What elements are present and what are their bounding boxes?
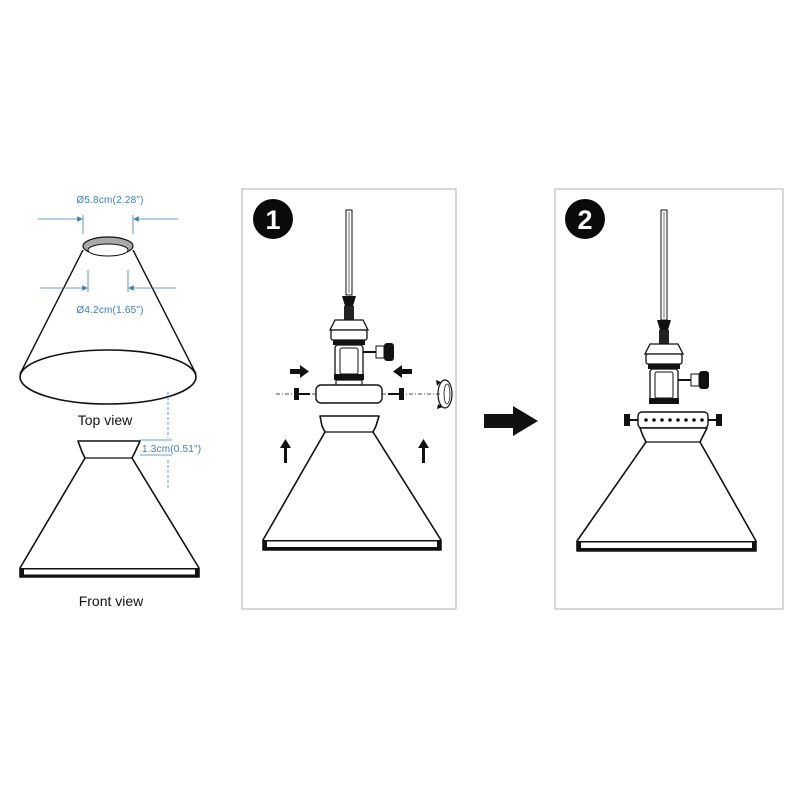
arrow-up-icon (418, 439, 429, 463)
top-diameter-label: Ø5.8cm(2.28") (76, 195, 143, 206)
shade-bottom-rim (19, 349, 197, 405)
step-2-number: 2 (577, 205, 592, 235)
bottom-diameter-label: Ø4.2cm(1.65") (76, 305, 143, 316)
neck-height-label: 1.3cm(0.51") (142, 444, 201, 455)
step-2-switch-knob (678, 371, 709, 389)
top-view-label: Top view (78, 412, 133, 428)
step-2-shade (576, 427, 757, 552)
arrow-up-icon (280, 439, 291, 463)
step-1-holder-ring (315, 384, 383, 404)
screw-icon (294, 388, 310, 400)
step-1-ring-assembly (276, 379, 453, 409)
neck-height-dimension: 1.3cm(0.51") (140, 392, 201, 490)
top-diameter-dimension: Ø5.8cm(2.28") (38, 195, 178, 234)
screw-icon (708, 414, 722, 426)
shade-top-view (19, 236, 197, 405)
step-1-number: 1 (265, 205, 280, 235)
step-1-cord (342, 209, 356, 320)
front-view-label: Front view (79, 593, 144, 609)
arrow-left-icon (393, 365, 412, 378)
shade-neck-opening (87, 243, 129, 257)
shade-side-left (19, 249, 84, 375)
step-1-switch-knob (363, 343, 394, 361)
step-1-shade (262, 415, 442, 551)
screw-icon (388, 388, 404, 400)
step-2-lamp-socket (643, 343, 685, 404)
step-1-badge: 1 (253, 199, 293, 239)
arrow-right-icon (290, 365, 309, 378)
rotate-icon (436, 379, 453, 409)
step-2-holder-ring (637, 411, 709, 429)
arrow-right-icon (484, 406, 538, 436)
bottom-diameter-dimension: Ø4.2cm(1.65") (40, 270, 176, 316)
step-2-cord (657, 209, 671, 344)
shade-side-right (132, 249, 197, 375)
shade-front-view (19, 440, 200, 578)
screw-icon (624, 414, 638, 426)
step-1-lamp-socket (328, 319, 370, 387)
step-2-badge: 2 (565, 199, 605, 239)
